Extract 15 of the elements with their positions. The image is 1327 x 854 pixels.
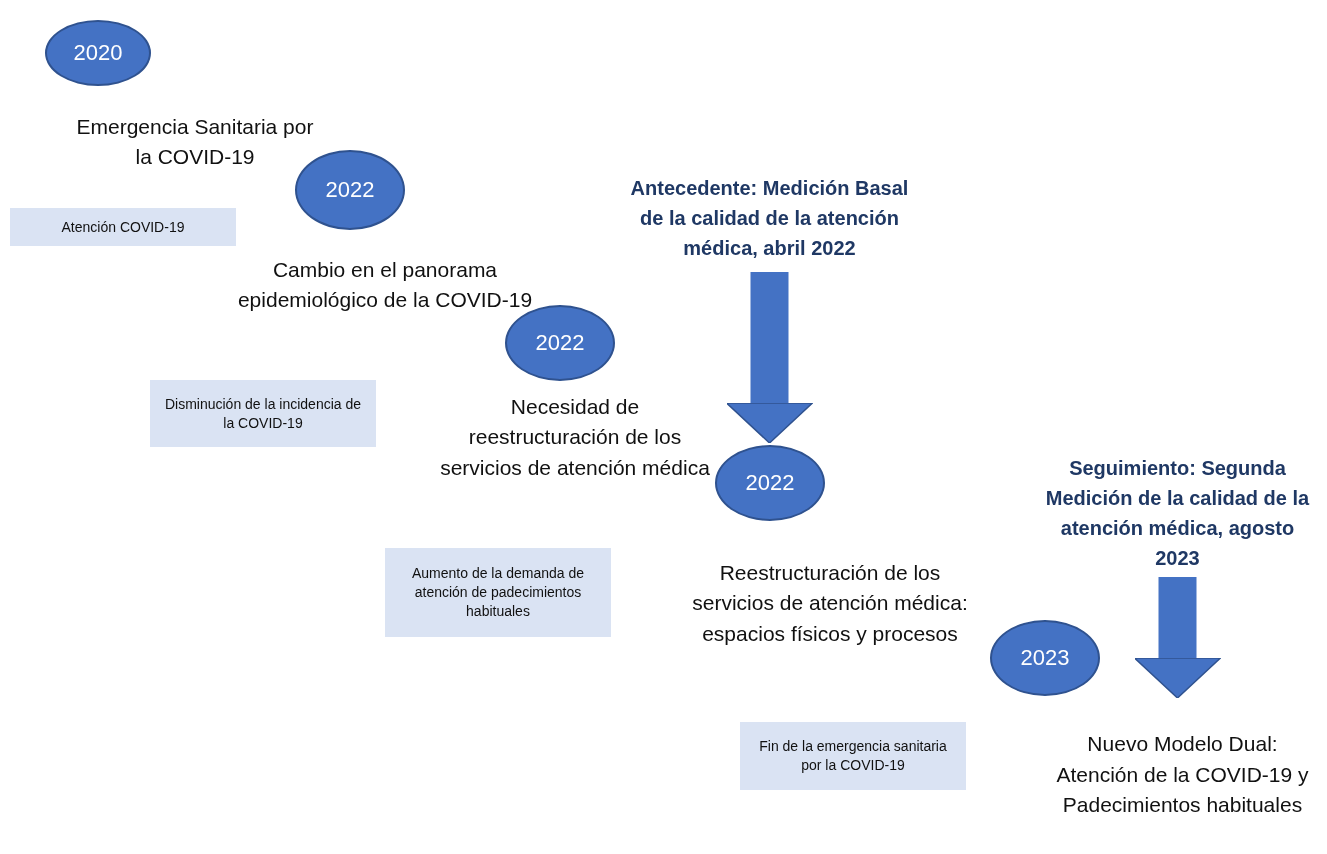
year-ellipse: 2020 — [45, 20, 151, 86]
milestone-heading: Seguimiento: Segunda Medición de la calidad de la atención médica, agosto 2023 — [1040, 450, 1315, 575]
year-ellipse: 2023 — [990, 620, 1100, 696]
event-caption: Necesidad de reestructuración de los servicios de atención médica — [440, 394, 710, 481]
block-arrow — [725, 272, 814, 444]
year-ellipse: 2022 — [295, 150, 405, 230]
event-caption: Reestructuración de los servicios de atención médica: espacios físicos y procesos — [691, 560, 969, 647]
event-box: Atención COVID-19 — [10, 208, 236, 246]
year-ellipse: 2022 — [715, 445, 825, 521]
event-box: Aumento de la demanda de atención de padecimientos habituales — [385, 548, 611, 637]
milestone-heading: Antecedente: Medición Basal de la calidad de la atención médica, abril 2022 — [622, 165, 917, 270]
outcome-text: Nuevo Modelo Dual: Atención de la COVID-19 y Padecimientos habituales — [1050, 700, 1315, 850]
event-box: Fin de la emergencia sanitaria por la COVID-19 — [740, 722, 966, 790]
event-box: Disminución de la incidencia de la COVID-19 — [150, 380, 376, 447]
block-arrow — [1133, 577, 1222, 699]
